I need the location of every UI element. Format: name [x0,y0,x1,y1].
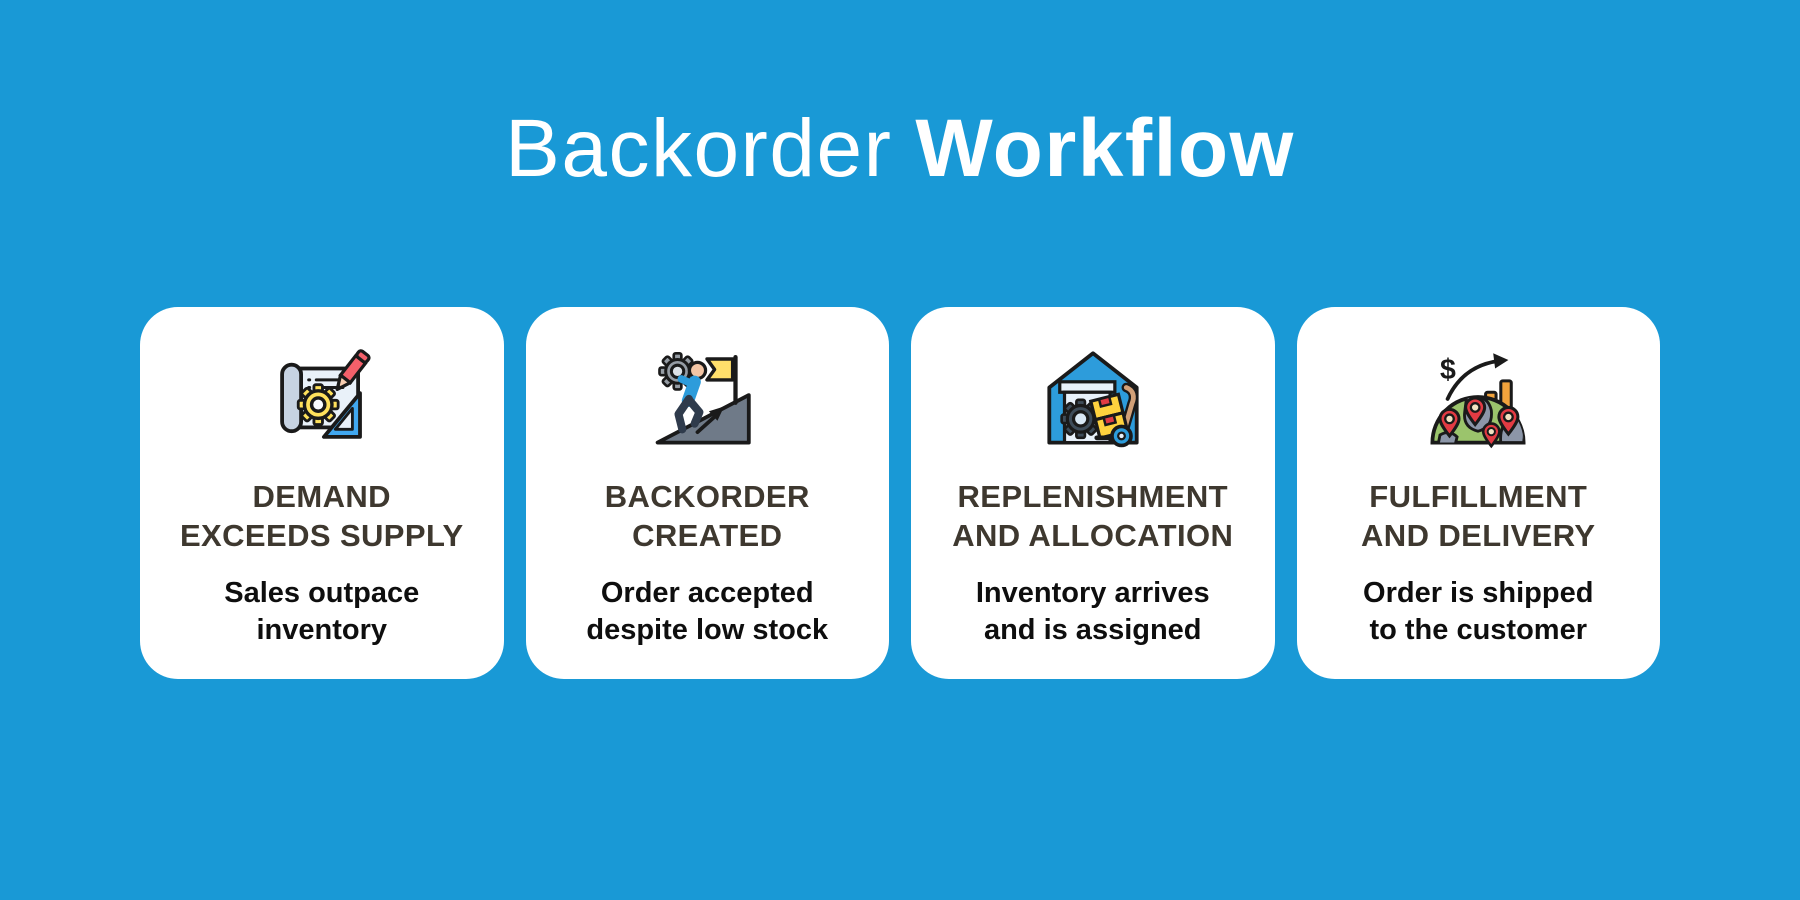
step4-description: Order is shipped to the customer [1363,575,1593,649]
step2-title: BACKORDER CREATED [605,477,810,555]
step1-title-line1: DEMAND [252,479,391,514]
step2-desc-line1: Order accepted [600,577,814,609]
step1-title: DEMAND EXCEEDS SUPPLY [180,477,464,555]
step2-title-line2: CREATED [632,518,783,553]
step3-description: Inventory arrives and is assigned [976,575,1210,649]
step-card-backorder-created: BACKORDER CREATED Order accepted despite… [525,307,889,679]
step4-title: FULFILLMENT AND DELIVERY [1361,477,1595,555]
workflow-steps-row: DEMAND EXCEEDS SUPPLY Sales outpace inve… [140,307,1660,679]
step1-title-line2: EXCEEDS SUPPLY [179,518,464,553]
step2-icon-wrap [647,337,767,457]
step3-desc-line1: Inventory arrives [975,577,1210,609]
page-title-bold: Workflow [915,103,1295,194]
step4-desc-line2: to the customer [1369,614,1587,646]
climber-goal-flag-icon [655,351,751,445]
step3-icon-wrap [1033,337,1153,457]
step-card-fulfillment-delivery: $ [1296,307,1660,679]
step3-title-line1: REPLENISHMENT [957,479,1228,514]
step1-desc-line1: Sales outpace [224,577,420,609]
globe-pins-growth-icon: $ [1430,353,1526,449]
step3-title: REPLENISHMENT AND ALLOCATION [952,477,1233,555]
step4-title-line2: AND DELIVERY [1361,518,1596,553]
step4-desc-line1: Order is shipped [1363,577,1594,609]
svg-text:$: $ [1440,354,1456,386]
step2-title-line1: BACKORDER [604,479,810,514]
step3-title-line2: AND ALLOCATION [952,518,1234,553]
step2-desc-line2: despite low stock [586,614,829,646]
step-card-demand-exceeds-supply: DEMAND EXCEEDS SUPPLY Sales outpace inve… [140,307,504,679]
page-title-regular: Backorder [505,103,893,194]
step2-description: Order accepted despite low stock [586,575,828,649]
step4-title-line1: FULFILLMENT [1369,479,1588,514]
step1-description: Sales outpace inventory [224,575,419,649]
blueprint-planning-icon [279,349,371,439]
step4-icon-wrap: $ [1418,337,1538,457]
step-card-replenishment-allocation: REPLENISHMENT AND ALLOCATION Inventory a… [911,307,1275,679]
step1-desc-line2: inventory [256,614,388,646]
step3-desc-line2: and is assigned [983,614,1202,646]
step1-icon-wrap [262,337,382,457]
warehouse-handtruck-icon [1047,351,1139,448]
